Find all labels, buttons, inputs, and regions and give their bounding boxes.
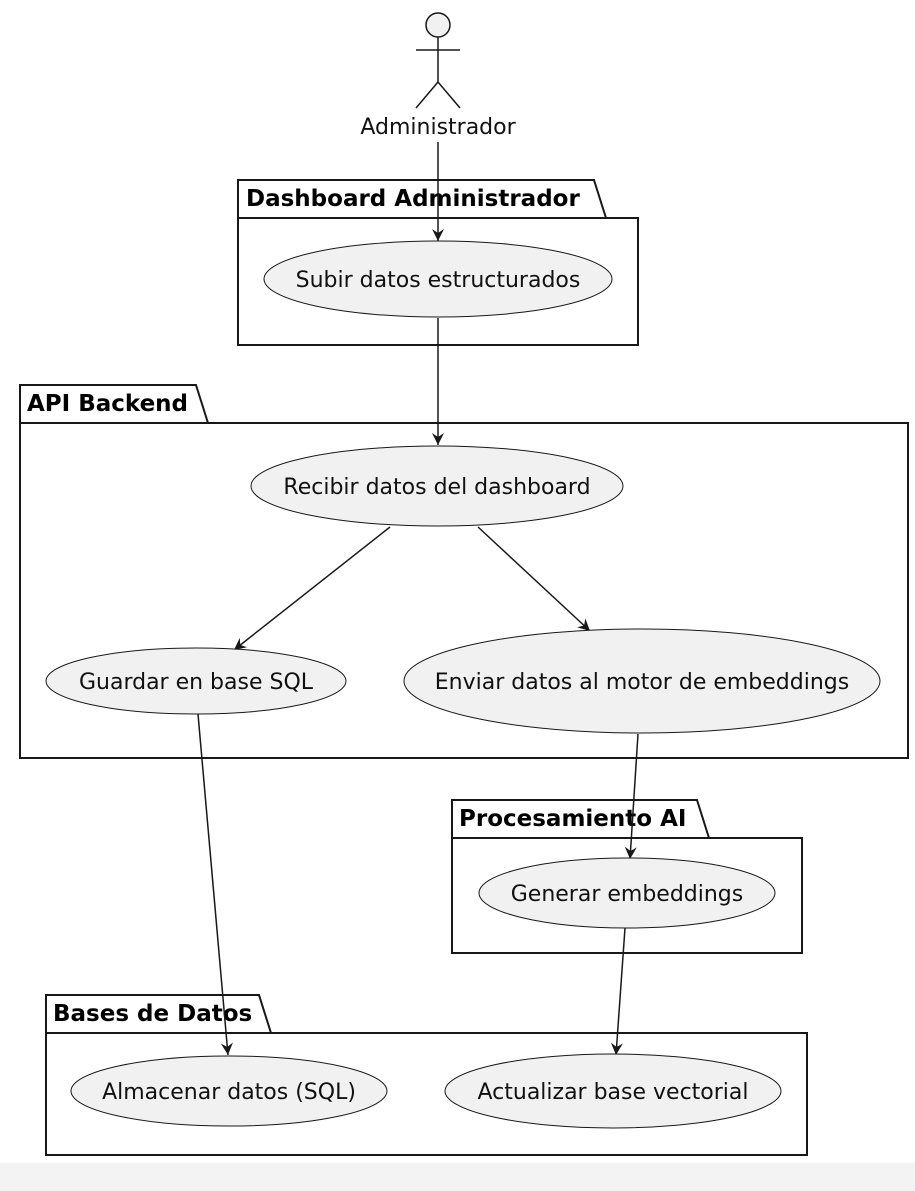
actor-administrador[interactable]: Administrador: [360, 12, 517, 140]
package-title: Procesamiento AI: [459, 806, 686, 832]
package-frame: [45, 994, 808, 1156]
package-bases-de-datos[interactable]: Bases de Datos: [45, 994, 808, 1156]
package-title: Bases de Datos: [53, 1001, 252, 1027]
connectors: [197, 142, 639, 1056]
use-case-label: Subir datos estructurados: [296, 268, 581, 293]
connector-send-to-generate: [624, 733, 639, 860]
use-case-label: Guardar en base SQL: [79, 670, 314, 695]
package-frame: [19, 384, 909, 759]
package-title: API Backend: [27, 391, 188, 417]
connector-receive-to-save-sql: [233, 526, 391, 651]
use-case-recibir-datos[interactable]: Recibir datos del dashboard: [250, 445, 624, 527]
package-frame: [451, 799, 803, 954]
use-case-label: Enviar datos al motor de embeddings: [435, 670, 849, 695]
use-case-actualizar-vectorial[interactable]: Actualizar base vectorial: [444, 1053, 782, 1129]
package-procesamiento-ai[interactable]: Procesamiento AI: [451, 799, 803, 954]
package-frame: [237, 179, 639, 346]
use-case-generar-embeddings[interactable]: Generar embeddings: [478, 857, 776, 929]
stick-figure-icon: [415, 12, 461, 109]
package-dashboard[interactable]: Dashboard Administrador: [237, 179, 639, 346]
actor-label: Administrador: [360, 115, 516, 140]
use-case-subir-datos[interactable]: Subir datos estructurados: [263, 240, 613, 318]
use-case-label: Recibir datos del dashboard: [283, 475, 590, 500]
use-case-label: Generar embeddings: [511, 882, 744, 907]
connector-save-sql-to-store: [197, 713, 233, 1056]
package-title: Dashboard Administrador: [246, 186, 580, 212]
use-case-enviar-embeddings[interactable]: Enviar datos al motor de embeddings: [403, 628, 881, 734]
package-api-backend[interactable]: API Backend: [19, 384, 909, 759]
use-case-label: Almacenar datos (SQL): [102, 1080, 356, 1105]
use-case-label: Actualizar base vectorial: [477, 1080, 748, 1105]
diagram-canvas: [0, 0, 915, 1163]
use-case-almacenar-sql[interactable]: Almacenar datos (SQL): [70, 1055, 388, 1127]
connector-receive-to-send-embeddings: [477, 526, 591, 632]
use-case-guardar-sql[interactable]: Guardar en base SQL: [45, 647, 347, 715]
connector-generate-to-update-vector: [610, 927, 626, 1056]
